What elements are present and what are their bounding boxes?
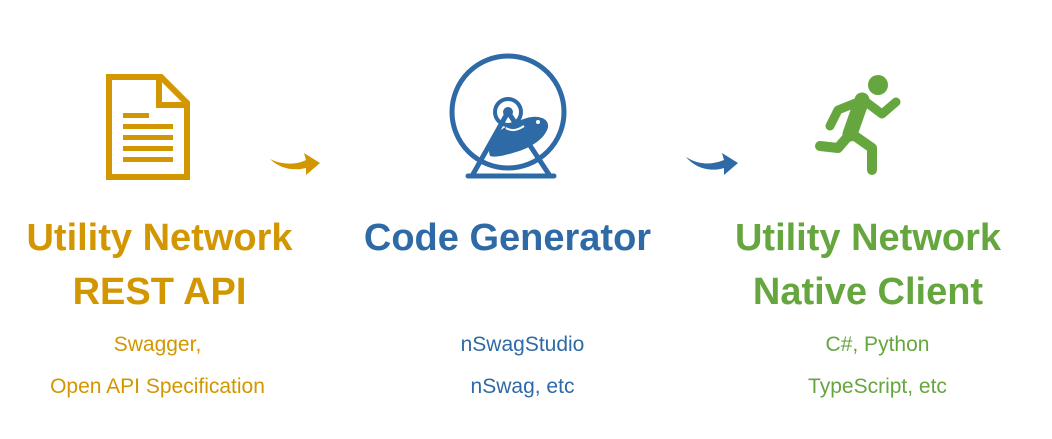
step-title-line1: Utility Network [26,217,293,259]
arrow-right-icon [270,153,320,175]
step-subtitle-line1: C#, Python [825,333,930,356]
step-title-line2: REST API [72,271,247,313]
step-subtitle-line1: Swagger, [113,333,202,356]
running-person-icon [815,75,901,175]
step-title-line1: Code Generator [363,217,652,259]
step-subtitle-line2: Open API Specification [50,375,265,398]
step-title-line1: Utility Network [734,217,1002,259]
hamster-wheel-icon [449,53,567,179]
step-title-line2: Native Client [752,271,984,313]
step-subtitle-line1: nSwagStudio [460,333,585,356]
step-subtitle-line2: nSwag, etc [470,375,575,398]
step-subtitle-line2: TypeScript, etc [808,375,947,398]
arrow-right-icon [686,153,738,175]
document-icon [106,74,190,180]
